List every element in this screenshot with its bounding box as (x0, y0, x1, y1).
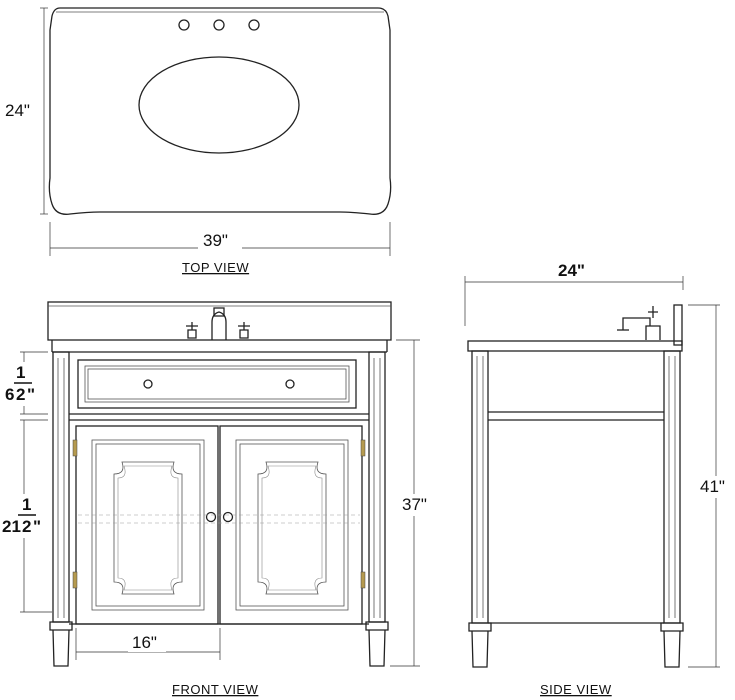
front-faucet (186, 307, 250, 340)
side-faucet (617, 306, 661, 340)
top-view-label: TOP VIEW (182, 260, 249, 275)
side-backsplash (673, 304, 683, 346)
door-dim-whole: 21 (2, 517, 21, 536)
top-view-basin (138, 56, 300, 154)
door-dim-bg (0, 494, 46, 538)
side-foot-cap-back (660, 622, 684, 632)
drawer-knob-left (143, 379, 153, 389)
drawer-dim-whole: 6 (5, 385, 14, 404)
front-left-leg (49, 351, 73, 667)
door-dim-num: 1 (22, 495, 31, 514)
drawer-dim-unit: " (27, 385, 35, 404)
door-knob-left (205, 511, 217, 523)
front-drawer (77, 359, 357, 409)
opening-dim-bg (128, 632, 166, 652)
faucet-hole-right (248, 19, 260, 31)
faucet-hole-left (178, 19, 190, 31)
faucet-hole-center (213, 19, 225, 31)
door-dim-unit: " (33, 517, 41, 536)
door-knob-right (222, 511, 234, 523)
top-width-dim-label: 39" (203, 231, 228, 250)
front-door-right (219, 425, 366, 625)
drawer-knob-right (285, 379, 295, 389)
door-dim-den: 2 (22, 517, 31, 536)
side-view-label: SIDE VIEW (540, 682, 612, 697)
side-countertop (467, 340, 683, 352)
top-depth-dim-label: 24" (5, 101, 30, 120)
front-view-label: FRONT VIEW (172, 682, 259, 697)
top-view-countertop-outline (48, 7, 392, 215)
drawer-dim-bg (2, 362, 46, 406)
side-foot-front (471, 630, 489, 668)
side-depth-dim-label: 24" (558, 261, 585, 280)
top-width-dim-bg (198, 230, 242, 250)
drawer-dim-num: 1 (16, 363, 25, 382)
opening-dim-label: 16" (132, 633, 157, 652)
front-door-left (72, 425, 219, 625)
front-right-leg (365, 351, 389, 667)
side-foot-cap-front (468, 622, 492, 632)
front-height-dim-label: 37" (402, 495, 427, 514)
side-leg-back (663, 350, 681, 624)
front-height-dim-bg (398, 494, 438, 516)
side-leg-front (471, 350, 489, 624)
front-view: 1 6 2 " 1 21 2 " 37" 16" FRONT VIEW (0, 301, 438, 697)
side-view: 24" 41" SIDE VIEW (464, 261, 734, 697)
side-foot-back (663, 630, 681, 668)
drawer-dim-den: 2 (16, 385, 25, 404)
top-view: 24" 39" TOP VIEW (4, 7, 392, 275)
side-height-dim-label: 41" (700, 477, 725, 496)
front-countertop (47, 301, 392, 341)
top-depth-dim-bg (4, 99, 42, 121)
side-height-dim-bg (698, 476, 734, 498)
